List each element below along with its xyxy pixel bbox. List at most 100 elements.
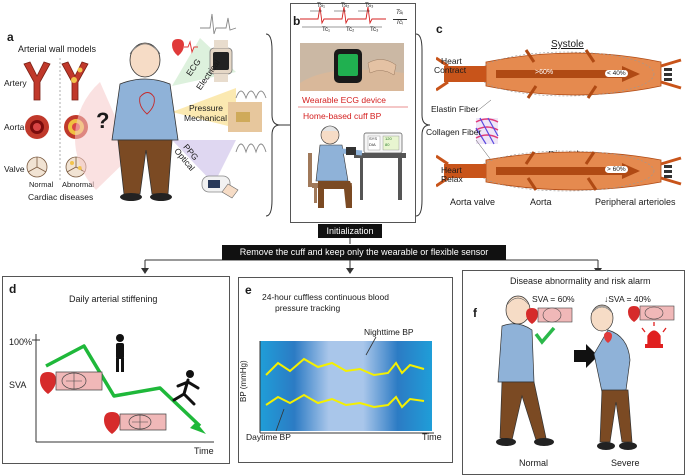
panel-a-letter: a <box>7 30 14 44</box>
tc1-label: Tc₁ <box>322 27 331 33</box>
nighttime-bp-label: Nighttime BP <box>364 327 414 337</box>
severe-person-icon <box>590 304 637 450</box>
tc2-label: Tc₂ <box>346 27 355 33</box>
panel-a-illustration <box>23 13 267 201</box>
elastin-fiber-label: Elastin Fiber <box>431 104 479 114</box>
question-mark: ? <box>96 108 110 133</box>
wearable-ecg-label: Wearable ECG device <box>302 95 386 105</box>
row-artery: Artery <box>4 78 27 88</box>
heart-contract-label-1: Heart <box>441 56 462 66</box>
home-cuff-bp-label: Home-based cuff BP <box>303 111 382 121</box>
panel-e-letter: e <box>245 283 252 297</box>
ratio-bottom-label: Tcᵢ <box>396 20 403 26</box>
bp-tracking-area <box>260 341 432 431</box>
row-aorta: Aorta <box>4 122 25 132</box>
normal-valve-icon <box>26 156 48 178</box>
pressure-waveform-icon <box>235 90 267 100</box>
checkmark-icon <box>534 326 556 345</box>
abnormal-artery-icon <box>61 61 89 101</box>
cuff-removal-banner: Remove the cuff and keep only the wearab… <box>222 245 506 260</box>
panel-f-title: Disease abnormality and risk alarm <box>510 276 651 286</box>
ratio-top-label: Tsᵢ <box>396 10 403 16</box>
panel-f-letter: f <box>473 306 477 320</box>
bp-screen-sys: SYS <box>369 136 378 141</box>
running-person-icon <box>172 370 200 406</box>
ecg-waveform-icon <box>200 13 237 35</box>
panel-b-letter: b <box>293 14 301 28</box>
systole-title: Systole <box>551 39 584 50</box>
normal-heart-vessel-icon <box>526 307 573 324</box>
stiff-vessel-icon <box>104 412 167 434</box>
ratio-bar <box>393 19 407 20</box>
panel-d-y-top: 100% <box>9 337 33 347</box>
heart-ecg-icon <box>172 39 198 56</box>
aorta-valve-label: Aorta valve <box>450 197 496 207</box>
row-valve: Valve <box>4 164 25 174</box>
alarm-siren-icon <box>641 322 667 348</box>
panel-d-chart <box>32 334 214 443</box>
smartwatch-icon <box>209 40 233 82</box>
panel-c-illustration <box>436 49 682 192</box>
normal-person-icon <box>496 295 554 446</box>
panel-d-title: Daily arterial stiffening <box>69 294 158 304</box>
bp-screen-sys-value: 120 <box>385 136 392 141</box>
normal-aorta-icon <box>25 115 49 139</box>
heart-relax-label-2: Relax <box>441 174 463 184</box>
collagen-fiber-label: Collagen Fiber <box>426 127 482 137</box>
ts3-label: Ts₃ <box>365 3 374 9</box>
panel-b-illustration <box>298 6 408 208</box>
systole-pct-right: < 40% <box>605 70 628 77</box>
diastole-pct: > 60% <box>605 166 628 173</box>
connector-arrows <box>141 238 602 274</box>
severe-label: Severe <box>611 458 640 468</box>
home-cuff-bp-scene <box>308 125 406 208</box>
systole-vessel <box>436 49 682 99</box>
cardiac-diseases-label: Cardiac diseases <box>28 192 94 202</box>
panel-d-y-label: SVA <box>9 380 27 390</box>
col-abnormal: Abnormal <box>62 180 95 189</box>
pressure-sensor-photo <box>228 102 262 132</box>
panel-e-x-label: Time <box>422 432 442 442</box>
col-normal: Normal <box>29 180 54 189</box>
tc3-label: Tc₃ <box>370 27 379 33</box>
sva-severe-label: ↓SVA = 40% <box>604 294 651 304</box>
normal-artery-icon <box>23 61 51 101</box>
panel-f-illustration <box>496 295 675 450</box>
panel-e-title-1: 24-hour cuffless continuous blood <box>262 292 389 302</box>
normal-label: Normal <box>519 458 549 468</box>
ts2-label: Ts₂ <box>341 3 350 9</box>
ecg-strip-chart <box>300 6 386 28</box>
elderly-person-icon <box>111 42 179 201</box>
mechanical-label: Mechanical <box>184 113 227 123</box>
bp-screen-dia-value: 80 <box>385 142 390 147</box>
daytime-bp-label: Daytime BP <box>246 432 291 442</box>
ppg-waveform-icon <box>235 143 267 154</box>
diastolic-trace <box>265 393 425 409</box>
pressure-label: Pressure <box>189 103 224 113</box>
wearable-ecg-photo <box>300 43 404 91</box>
systole-pct-left: >60% <box>535 69 554 76</box>
pulse-oximeter-icon <box>201 175 239 199</box>
diastole-vessel <box>436 150 682 192</box>
panel-c-letter: c <box>436 22 443 36</box>
brace-right <box>415 33 431 217</box>
ts1-label: Ts₁ <box>317 3 326 9</box>
brace-left <box>265 33 290 217</box>
systolic-trace <box>265 357 425 377</box>
heart-relax-label-1: Heart <box>441 165 462 175</box>
severe-heart-vessel-icon <box>628 305 675 322</box>
panel-a-title: Arterial wall models <box>18 44 97 54</box>
standing-person-icon <box>116 334 124 372</box>
bp-screen-dia: DIA <box>369 142 376 147</box>
panel-e-title-2: pressure tracking <box>275 303 341 313</box>
heart-contract-label-2: Contract <box>434 65 467 75</box>
healthy-vessel-icon <box>40 371 103 394</box>
aorta-label: Aorta <box>530 197 552 207</box>
initialization-button: Initialization <box>318 224 382 238</box>
peripheral-arterioles-label: Peripheral arterioles <box>595 197 676 207</box>
panel-d-letter: d <box>9 282 17 296</box>
panel-d-x-label: Time <box>194 446 214 456</box>
panel-e-chart <box>259 336 434 434</box>
fiber-mesh-icon <box>475 99 499 161</box>
progression-arrow-icon <box>574 344 598 368</box>
